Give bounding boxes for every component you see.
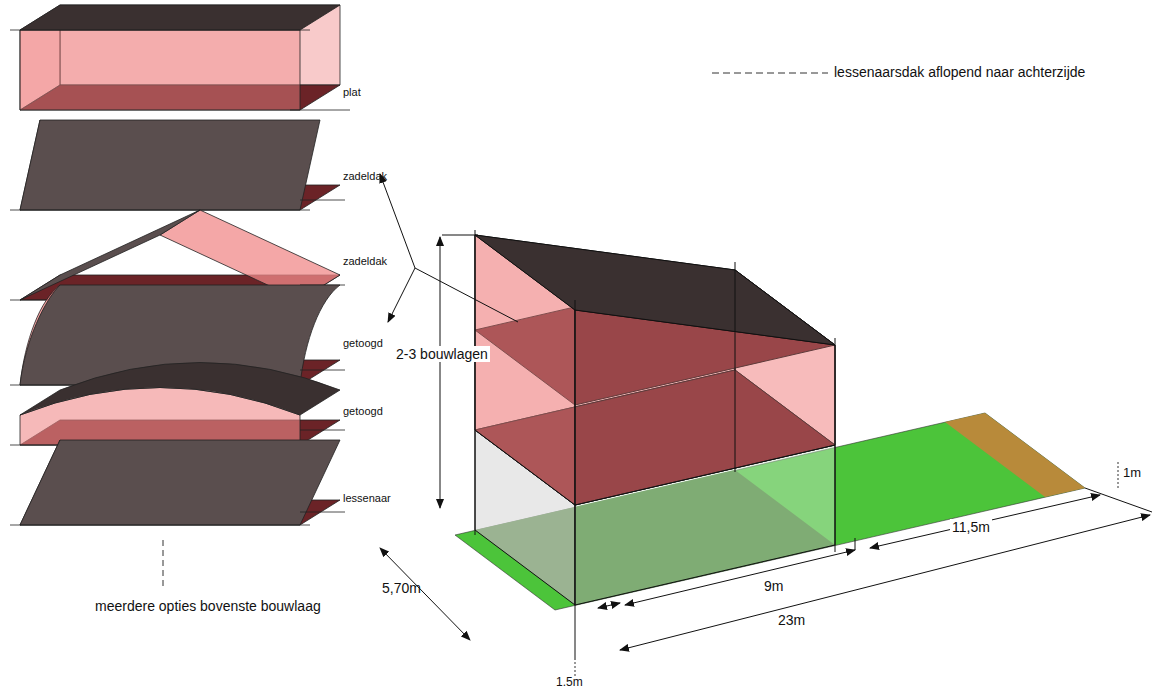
roof-option-label: getoogd bbox=[343, 337, 383, 350]
dimension-label: 5,70m bbox=[382, 580, 421, 596]
dimension-label: 11,5m bbox=[950, 519, 992, 535]
dimension-label: 23m bbox=[776, 612, 807, 628]
note-label: meerdere opties bovenste bouwlaag bbox=[95, 598, 321, 614]
note-label: lessenaarsdak aflopend naar achterzijde bbox=[834, 64, 1085, 80]
roof-option-label: getoogd bbox=[343, 405, 383, 418]
dimension-label: 1m bbox=[1123, 466, 1141, 481]
roof-option-label: zadeldak bbox=[343, 170, 387, 183]
dimension-label: 2-3 bouwlagen bbox=[394, 346, 490, 362]
dimension-label: 9m bbox=[762, 578, 785, 594]
roof-option-label: plat bbox=[343, 86, 361, 99]
dimension-label: 1.5m bbox=[556, 676, 583, 690]
roof-option-label: lessenaar bbox=[343, 492, 391, 505]
roof-option-label: zadeldak bbox=[343, 255, 387, 268]
